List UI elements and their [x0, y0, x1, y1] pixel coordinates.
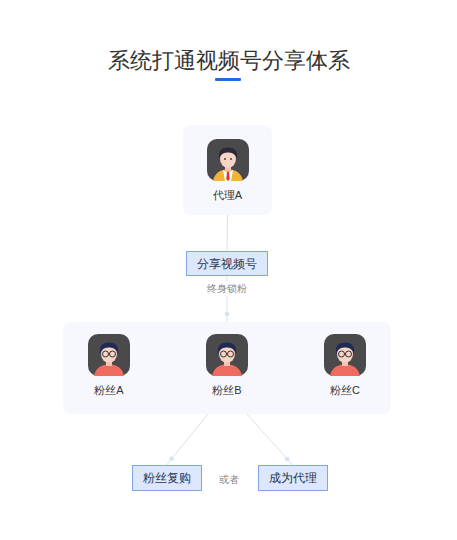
fan-avatar	[206, 334, 248, 376]
result-box: 粉丝复购	[132, 465, 202, 491]
connector-dot	[169, 457, 173, 461]
connector-line	[167, 414, 209, 465]
fan-item: 粉丝C	[313, 334, 377, 406]
node-text: 粉丝C	[330, 383, 360, 397]
fan-item: 粉丝B	[195, 334, 259, 406]
node-text: 成为代理	[269, 470, 317, 486]
result-box: 成为代理	[258, 465, 328, 491]
node-text: 粉丝复购	[143, 470, 191, 486]
fan-avatar	[324, 334, 366, 376]
edge-label: 终身锁粉	[204, 281, 250, 296]
fan-avatar	[88, 334, 130, 376]
agent-card: 代理A	[183, 125, 272, 215]
agent-avatar	[207, 139, 249, 181]
fan-band: 粉丝A 粉丝B 粉丝C	[63, 322, 391, 414]
node-text: 代理A	[213, 188, 242, 202]
connector-word: 或者	[216, 472, 242, 487]
connector-dot	[285, 457, 289, 461]
node-text: 分享视频号	[197, 256, 257, 272]
connector-dot	[225, 312, 229, 316]
node-text: 粉丝A	[94, 383, 123, 397]
title-underline	[215, 78, 241, 81]
connector-line	[247, 414, 293, 465]
node-text: 粉丝B	[212, 383, 241, 397]
diagram-title: 系统打通视频号分享体系	[0, 46, 457, 76]
connector-line	[227, 215, 229, 251]
process-box: 分享视频号	[186, 251, 268, 276]
fan-item: 粉丝A	[77, 334, 141, 406]
